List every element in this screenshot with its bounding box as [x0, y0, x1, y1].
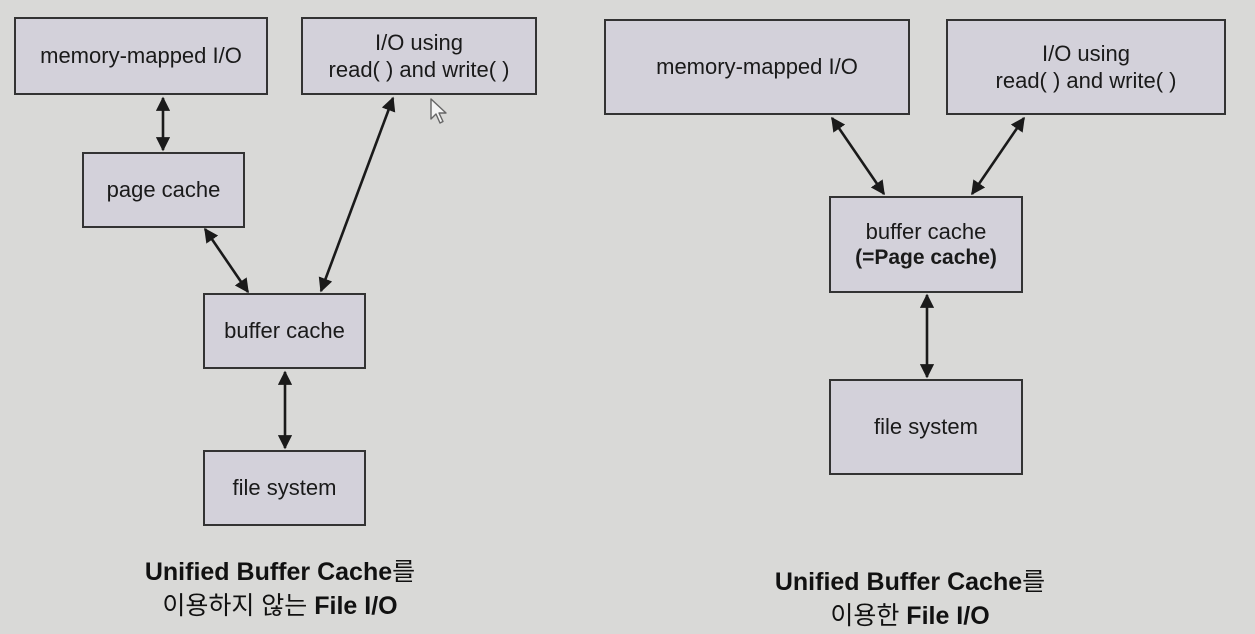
left-memory-mapped-io-label: memory-mapped I/O — [40, 43, 242, 69]
left-io-read-write-box: I/O using read( ) and write( ) — [301, 17, 537, 95]
left-caption-tail-1: 를 — [392, 558, 416, 586]
arrow-io-buffercache — [318, 96, 396, 293]
left-read-write-label: read( ) and write( ) — [328, 57, 510, 82]
right-io-using-label: I/O using — [1041, 40, 1131, 66]
right-caption-tail-1: 를 — [1022, 568, 1046, 596]
arrow-mmio-unified-cache — [830, 116, 886, 196]
left-buffer-cache-box: buffer cache — [203, 293, 366, 369]
right-io-read-write-box: I/O using read( ) and write( ) — [946, 19, 1226, 115]
right-memory-mapped-io-label: memory-mapped I/O — [656, 54, 858, 80]
left-file-system-box: file system — [203, 450, 366, 526]
right-caption-line-1: Unified Buffer Cache를 — [710, 566, 1110, 600]
arrow-pagecache-buffercache — [203, 227, 250, 294]
left-caption-line-1: Unified Buffer Cache를 — [80, 556, 480, 590]
arrow-io-unified-cache — [970, 116, 1026, 196]
right-file-system-label: file system — [874, 414, 978, 440]
right-caption: Unified Buffer Cache를 이용한 File I/O — [710, 566, 1110, 634]
left-io-using-label: I/O using — [374, 29, 464, 55]
left-page-cache-label: page cache — [106, 177, 221, 203]
left-caption: Unified Buffer Cache를 이용하지 않는 File I/O — [80, 556, 480, 624]
left-caption-head-2: 이용하지 않는 — [162, 591, 315, 620]
left-page-cache-box: page cache — [82, 152, 245, 228]
left-file-system-label: file system — [232, 475, 337, 501]
right-page-cache-equal-label: (=Page cache) — [855, 246, 997, 270]
left-caption-line-2: 이용하지 않는 File I/O — [80, 590, 480, 624]
right-read-write-label: read( ) and write( ) — [995, 68, 1177, 93]
right-caption-bold-2: File I/O — [906, 601, 990, 630]
right-caption-line-2: 이용한 File I/O — [710, 600, 1110, 634]
right-unified-buffer-cache-box: buffer cache (=Page cache) — [829, 196, 1023, 293]
right-memory-mapped-io-box: memory-mapped I/O — [604, 19, 910, 115]
left-buffer-cache-label: buffer cache — [224, 318, 345, 344]
right-caption-head-2: 이용한 — [830, 601, 907, 630]
left-caption-bold-2: File I/O — [314, 591, 398, 620]
left-caption-bold-1: Unified Buffer Cache — [144, 558, 393, 586]
right-file-system-box: file system — [829, 379, 1023, 475]
mouse-pointer-icon — [430, 98, 447, 124]
right-buffer-cache-label: buffer cache — [865, 218, 987, 244]
left-memory-mapped-io-box: memory-mapped I/O — [14, 17, 268, 95]
right-caption-bold-1: Unified Buffer Cache — [774, 568, 1023, 596]
